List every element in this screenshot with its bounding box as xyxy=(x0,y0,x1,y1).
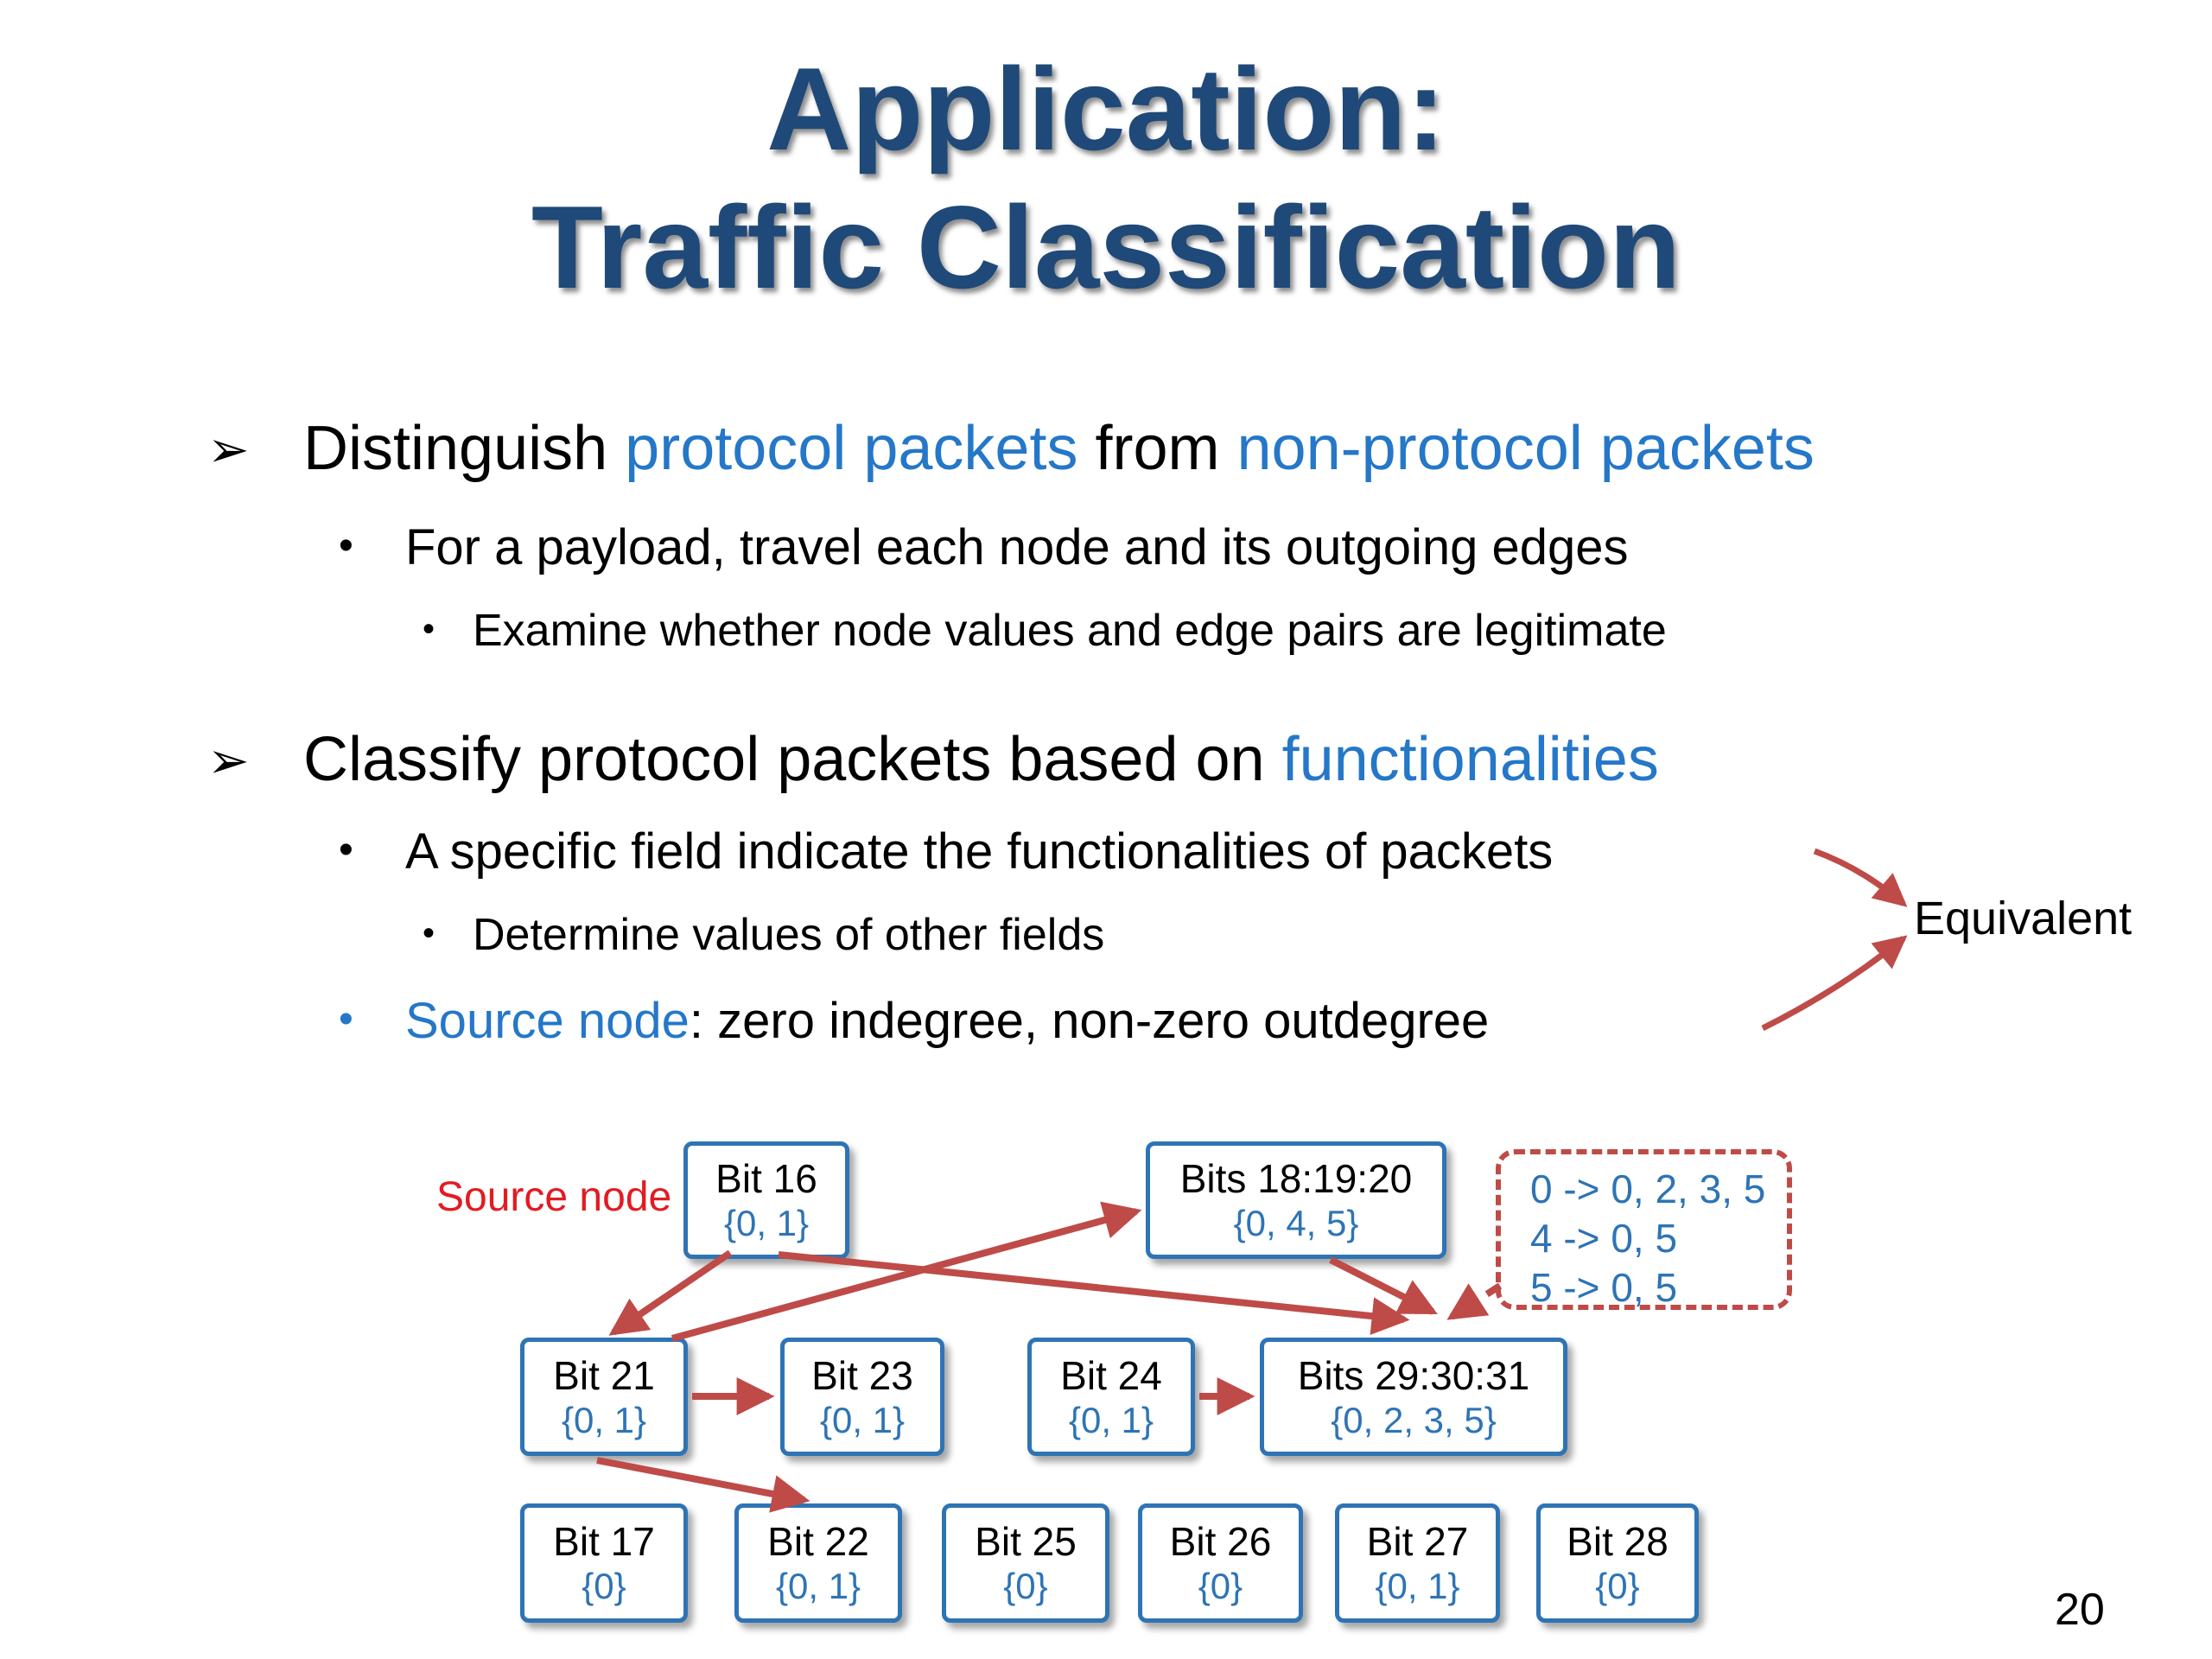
node-values: {0, 1} xyxy=(819,1399,906,1440)
arrow-bit21-to-bit22 xyxy=(596,1457,810,1513)
node-values: {0} xyxy=(1595,1566,1640,1607)
arrow-mapping-box-to-bits293031 xyxy=(1446,1282,1503,1320)
node-values: {0} xyxy=(1003,1566,1048,1607)
bullet-text: Determine values of other fields xyxy=(473,909,1104,961)
text-segment: from xyxy=(1077,414,1237,483)
node-label: Bits 18:19:20 xyxy=(1179,1156,1413,1202)
node-values: {0, 4, 5} xyxy=(1233,1203,1359,1244)
node-label: Bit 25 xyxy=(975,1519,1077,1565)
text-segment: Classify protocol packets based on xyxy=(303,725,1282,794)
bullet-payload: • For a payload, travel each node and it… xyxy=(339,518,1629,576)
node-bit-28: Bit 28 {0} xyxy=(1536,1503,1699,1623)
node-bit-16: Bit 16 {0, 1} xyxy=(683,1141,849,1259)
node-bit-26: Bit 26 {0} xyxy=(1138,1503,1303,1623)
node-bit-27: Bit 27 {0, 1} xyxy=(1335,1503,1500,1623)
node-bits-18-19-20: Bits 18:19:20 {0, 4, 5} xyxy=(1146,1141,1446,1259)
bullet-distinguish: ➢ Distinguish protocol packets from non-… xyxy=(207,413,1815,484)
node-values: {0} xyxy=(1198,1566,1243,1607)
text-segment: Distinguish xyxy=(303,414,626,483)
node-values: {0, 1} xyxy=(1068,1399,1154,1440)
node-bit-22: Bit 22 {0, 1} xyxy=(734,1503,902,1623)
arrow-bullet-icon: ➢ xyxy=(207,422,250,478)
node-values: {0, 1} xyxy=(1375,1566,1460,1607)
title-line-1: Application: xyxy=(766,43,1446,175)
node-label: Bits 29:30:31 xyxy=(1297,1352,1530,1398)
arrow-source-node-to-equivalent xyxy=(1761,935,1908,1032)
node-bit-24: Bit 24 {0, 1} xyxy=(1027,1338,1195,1456)
bullet-specific-field: • A specific field indicate the function… xyxy=(339,823,1553,880)
node-label: Bit 23 xyxy=(811,1352,913,1398)
node-values: {0, 2, 3, 5} xyxy=(1331,1399,1497,1440)
bullet-text: Source node: zero indegree, non-zero out… xyxy=(405,992,1489,1050)
node-label: Bit 27 xyxy=(1366,1519,1469,1565)
dot-bullet-icon: • xyxy=(423,610,435,648)
bullet-examine: • Examine whether node values and edge p… xyxy=(423,605,1667,657)
dot-bullet-icon: • xyxy=(339,523,353,569)
text-segment: : zero indegree, non-zero outdegree xyxy=(689,993,1490,1049)
bullet-text: Distinguish protocol packets from non-pr… xyxy=(303,413,1815,484)
node-values: {0, 1} xyxy=(561,1399,647,1440)
slide-title: Application: Traffic Classification xyxy=(0,40,2212,317)
bullet-text: A specific field indicate the functional… xyxy=(405,823,1553,880)
dot-bullet-icon: • xyxy=(339,827,353,873)
node-bits-29-30-31: Bits 29:30:31 {0, 2, 3, 5} xyxy=(1260,1338,1567,1456)
text-segment: Source node xyxy=(405,993,690,1049)
dot-bullet-icon: • xyxy=(423,914,435,952)
arrow-packets-to-equivalent xyxy=(1813,848,1908,907)
text-segment: functionalities xyxy=(1281,725,1659,794)
text-segment: non-protocol packets xyxy=(1236,414,1815,483)
bullet-text: Examine whether node values and edge pai… xyxy=(473,605,1667,657)
mapping-box: 0 -> 0, 2, 3, 5 4 -> 0, 5 5 -> 0, 5 xyxy=(1496,1149,1792,1310)
bullet-text: Classify protocol packets based on funct… xyxy=(303,724,1659,795)
node-label: Bit 17 xyxy=(553,1519,655,1565)
node-label: Bit 26 xyxy=(1169,1519,1272,1565)
title-line-2: Traffic Classification xyxy=(531,181,1681,314)
node-label: Bit 22 xyxy=(767,1519,869,1565)
arrow-bits181920-to-bits293031 xyxy=(1329,1256,1438,1315)
mapping-line: 0 -> 0, 2, 3, 5 xyxy=(1530,1166,1766,1211)
source-node-label: Source node xyxy=(436,1174,672,1220)
text-segment: Determine values of other fields xyxy=(473,910,1105,960)
dot-bullet-icon: • xyxy=(339,996,353,1042)
arrow-bit16-to-bit21 xyxy=(608,1249,733,1336)
node-values: {0, 1} xyxy=(775,1566,861,1607)
bullet-determine: • Determine values of other fields xyxy=(423,909,1104,961)
node-bit-17: Bit 17 {0} xyxy=(520,1503,688,1623)
node-bit-21: Bit 21 {0, 1} xyxy=(520,1338,688,1456)
text-segment: For a payload, travel each node and its … xyxy=(405,519,1629,575)
node-values: {0, 1} xyxy=(723,1203,810,1244)
equivalent-label: Equivalent xyxy=(1914,893,2133,944)
bullet-classify: ➢ Classify protocol packets based on fun… xyxy=(207,724,1659,795)
page-number: 20 xyxy=(2055,1585,2105,1635)
mapping-line: 5 -> 0, 5 xyxy=(1530,1265,1678,1311)
text-segment: A specific field indicate the functional… xyxy=(405,823,1554,880)
text-segment: Examine whether node values and edge pai… xyxy=(473,606,1667,656)
node-label: Bit 16 xyxy=(715,1156,817,1202)
node-label: Bit 21 xyxy=(553,1352,655,1398)
node-bit-23: Bit 23 {0, 1} xyxy=(780,1338,944,1456)
bullet-source-node: • Source node: zero indegree, non-zero o… xyxy=(339,992,1489,1050)
arrow-bit16-to-bits293031 xyxy=(778,1251,1410,1336)
mapping-line: 4 -> 0, 5 xyxy=(1530,1216,1678,1262)
node-label: Bit 28 xyxy=(1567,1519,1669,1565)
bullet-text: For a payload, travel each node and its … xyxy=(405,518,1629,576)
arrow-bullet-icon: ➢ xyxy=(207,733,250,789)
text-segment: protocol packets xyxy=(625,414,1078,483)
node-label: Bit 24 xyxy=(1060,1352,1162,1398)
node-bit-25: Bit 25 {0} xyxy=(942,1503,1109,1623)
node-values: {0} xyxy=(582,1566,626,1607)
